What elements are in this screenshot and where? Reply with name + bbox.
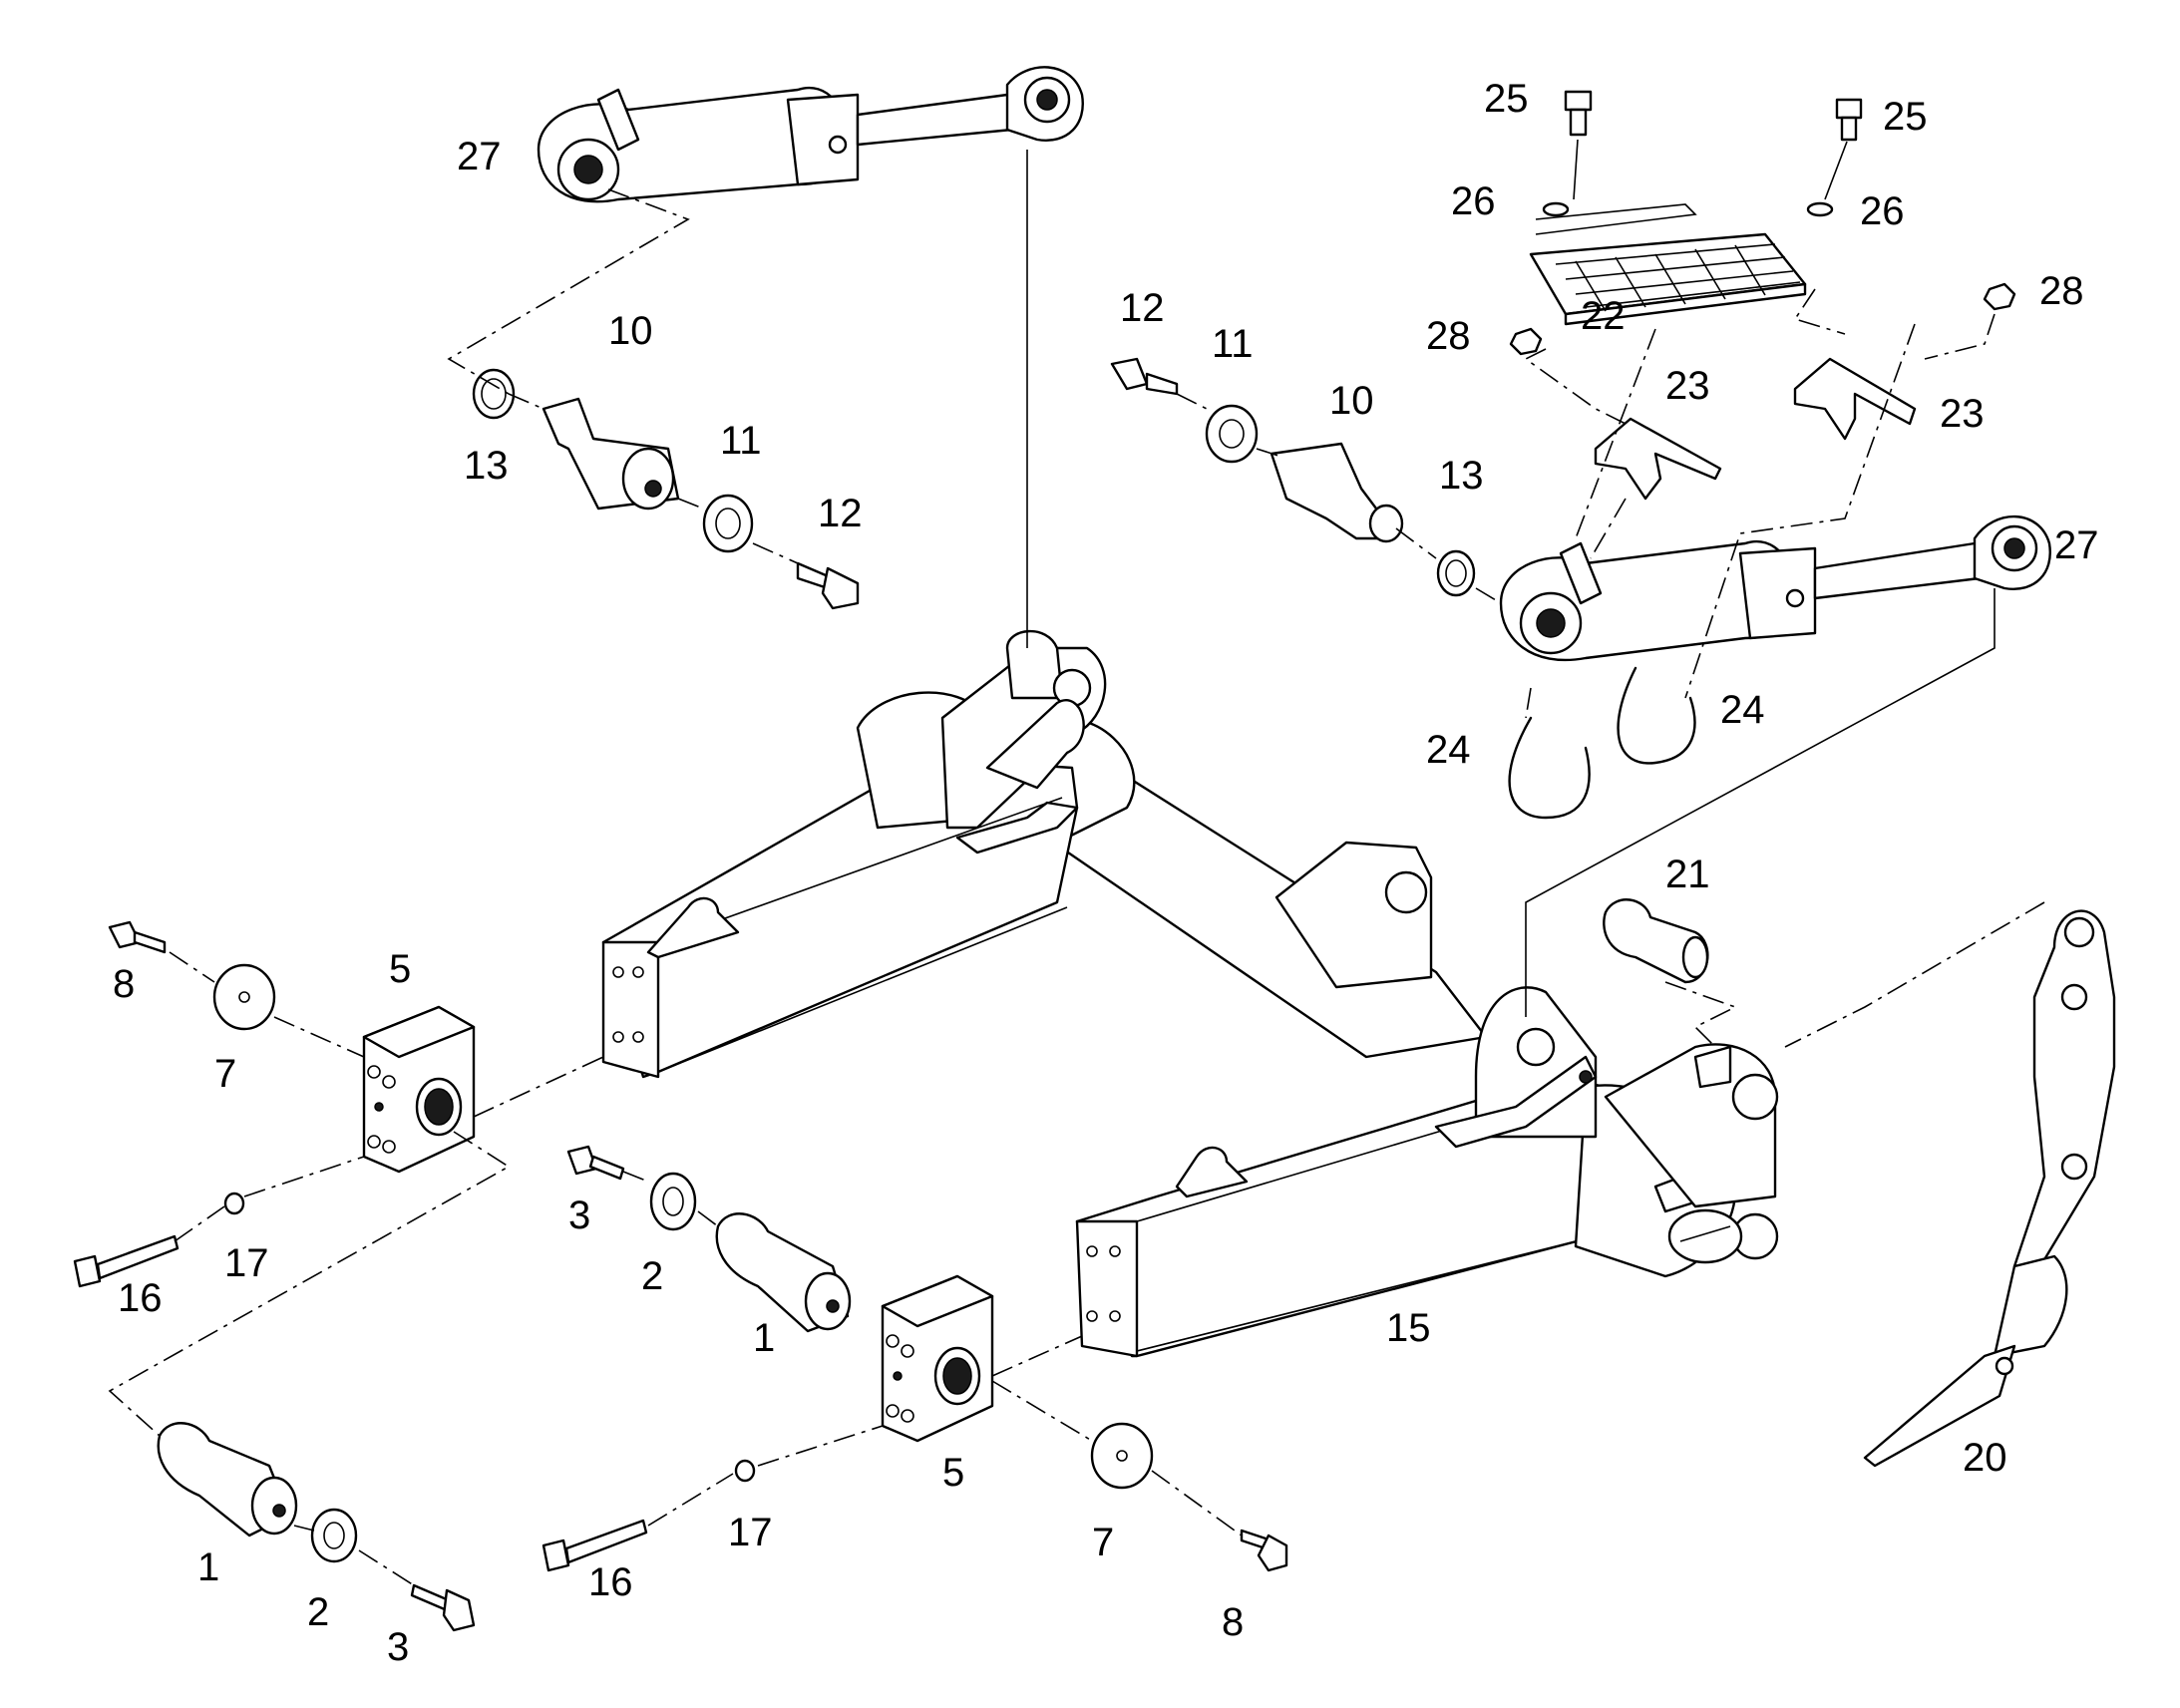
washer-26-right — [1806, 201, 1834, 217]
pin-21 — [1603, 898, 1709, 984]
washer-7-right-hole — [1116, 1450, 1128, 1462]
washer-2-upper — [649, 1172, 697, 1231]
pin-set-top-right — [1110, 357, 1476, 597]
washer-2-lower-hole — [323, 1522, 345, 1549]
callout-13: 13 — [464, 444, 509, 488]
u-bolt-left-24 — [1508, 716, 1591, 820]
callout-11: 11 — [720, 419, 762, 463]
mount-block-right — [881, 1274, 994, 1443]
callout-11: 11 — [1212, 322, 1254, 366]
callout-2: 2 — [307, 1590, 329, 1634]
callout-7: 7 — [1092, 1521, 1114, 1564]
washer-7-left-hole — [238, 991, 250, 1003]
screw-25-right — [1835, 98, 1863, 142]
callout-labels: 27 27 25 25 26 26 22 28 28 23 23 24 24 1… — [113, 77, 2099, 1669]
callout-12: 12 — [1120, 286, 1165, 330]
callout-5: 5 — [942, 1451, 964, 1495]
callout-2: 2 — [641, 1254, 663, 1298]
callout-22: 22 — [1581, 294, 1626, 338]
washer-7-left — [212, 963, 276, 1031]
callout-26: 26 — [1451, 179, 1496, 223]
callout-27: 27 — [2054, 523, 2099, 567]
u-bolt-right-24 — [1617, 666, 1696, 765]
callout-17: 17 — [224, 1241, 269, 1285]
callout-23: 23 — [1940, 392, 1985, 436]
callout-24: 24 — [1426, 728, 1471, 772]
callout-17: 17 — [728, 1511, 773, 1554]
pin-1-lower — [157, 1422, 298, 1537]
pin-1-upper — [715, 1212, 852, 1333]
callout-23: 23 — [1665, 364, 1710, 408]
bracket-right-23 — [1793, 357, 1917, 441]
callout-20: 20 — [1963, 1436, 2007, 1480]
callout-16: 16 — [588, 1560, 633, 1604]
callout-16: 16 — [118, 1276, 163, 1320]
washer-26-left — [1542, 201, 1570, 217]
step-plate — [1529, 232, 1807, 326]
washer-17-right — [734, 1459, 756, 1483]
callout-24: 24 — [1720, 688, 1765, 732]
bolt-3-lower — [410, 1583, 476, 1632]
callout-28: 28 — [1426, 314, 1471, 358]
callout-25: 25 — [1883, 95, 1928, 139]
pin-set-top-left — [472, 368, 860, 610]
callout-1: 1 — [197, 1545, 219, 1589]
assembly-lines — [108, 139, 2045, 1586]
screw-25-left — [1564, 90, 1593, 137]
nut-28-left — [1509, 327, 1543, 356]
bolt-16-left — [73, 1234, 180, 1288]
callout-3: 3 — [387, 1625, 409, 1669]
callout-28: 28 — [2039, 269, 2084, 313]
callout-8: 8 — [113, 962, 135, 1006]
ripper-shank — [1863, 909, 2116, 1468]
bracket-left-23 — [1594, 417, 1722, 501]
callout-3: 3 — [568, 1194, 590, 1237]
bolt-8-right — [1240, 1529, 1288, 1572]
washer-7-right — [1090, 1422, 1154, 1490]
callout-13: 13 — [1439, 454, 1484, 498]
mount-block-left — [362, 1005, 476, 1174]
callout-25: 25 — [1484, 77, 1529, 121]
callout-10: 10 — [608, 309, 653, 353]
washer-17-left — [223, 1192, 245, 1215]
callout-7: 7 — [214, 1052, 236, 1096]
callout-1: 1 — [753, 1316, 775, 1360]
callout-21: 21 — [1665, 853, 1710, 896]
callout-26: 26 — [1860, 189, 1905, 233]
callout-10: 10 — [1329, 379, 1374, 423]
washer-2-upper-hole — [662, 1187, 684, 1216]
hydraulic-cylinder-left — [537, 66, 1084, 203]
bolt-8-left — [108, 920, 167, 954]
bolt-16-right — [542, 1519, 648, 1572]
callout-15: 15 — [1386, 1306, 1431, 1350]
hydraulic-cylinder-right — [1499, 514, 2051, 662]
callout-12: 12 — [818, 492, 863, 535]
callout-27: 27 — [457, 135, 502, 178]
callout-8: 8 — [1222, 1600, 1244, 1644]
frame-assembly — [601, 629, 1779, 1358]
callout-5: 5 — [389, 947, 411, 991]
bolt-3-upper — [566, 1145, 625, 1181]
nut-28-right — [1983, 282, 2016, 311]
washer-2-lower — [310, 1508, 358, 1563]
